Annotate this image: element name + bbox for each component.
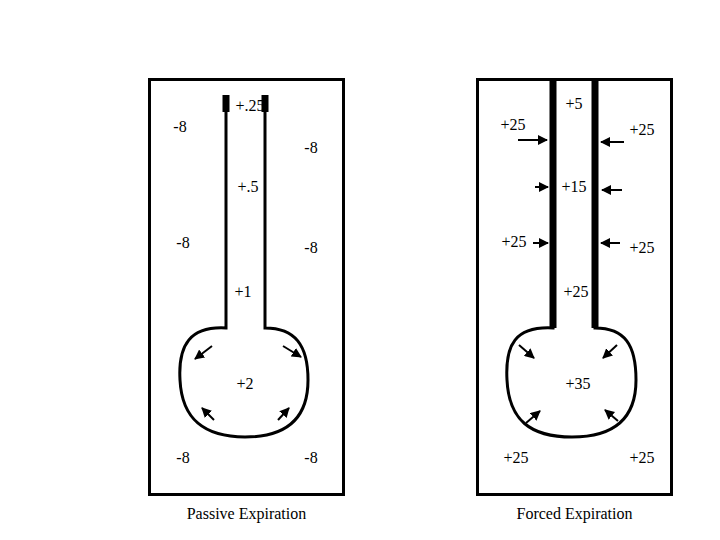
pressure-arrow [519, 345, 534, 358]
pressure-arrow [535, 186, 548, 188]
pressure-arrow [533, 242, 548, 244]
pressure-value: -8 [176, 235, 189, 251]
airway-wall [223, 95, 230, 112]
pressure-arrow [601, 141, 624, 143]
pressure-arrow [602, 189, 622, 191]
pressure-value: +25 [629, 122, 654, 138]
pressure-value: +.5 [237, 179, 258, 195]
airway-wall [550, 80, 557, 328]
pressure-value: +25 [500, 117, 525, 133]
pressure-value: +.25 [235, 98, 264, 114]
pressure-value: +25 [501, 234, 526, 250]
pressure-value: -8 [304, 450, 317, 466]
pressure-value: +5 [565, 96, 582, 112]
panel-caption: Forced Expiration [459, 505, 690, 523]
pressure-arrow [605, 410, 618, 421]
panel-caption: Passive Expiration [131, 505, 362, 523]
pressure-value: +25 [503, 450, 528, 466]
pressure-arrow [603, 345, 617, 358]
pressure-arrow [195, 346, 212, 359]
pressure-value: -8 [304, 240, 317, 256]
pressure-value: +25 [563, 284, 588, 300]
pressure-arrow [202, 408, 214, 420]
pressure-value: -8 [176, 450, 189, 466]
pressure-arrow [518, 139, 547, 141]
pressure-arrow [278, 408, 289, 420]
pressure-value: +1 [234, 284, 251, 300]
pressure-value: +35 [565, 376, 590, 392]
pressure-value: +2 [236, 376, 253, 392]
pressure-value: +15 [561, 179, 586, 195]
pressure-value: +25 [629, 240, 654, 256]
airway-outline [180, 95, 308, 437]
airway-outline [507, 80, 636, 437]
airway-wall [592, 80, 599, 328]
pressure-value: +25 [629, 450, 654, 466]
pressure-arrow [601, 242, 620, 244]
pressure-value: -8 [304, 140, 317, 156]
pressure-value: -8 [173, 119, 186, 135]
pressure-arrow [283, 346, 301, 357]
pressure-arrow [526, 411, 540, 423]
